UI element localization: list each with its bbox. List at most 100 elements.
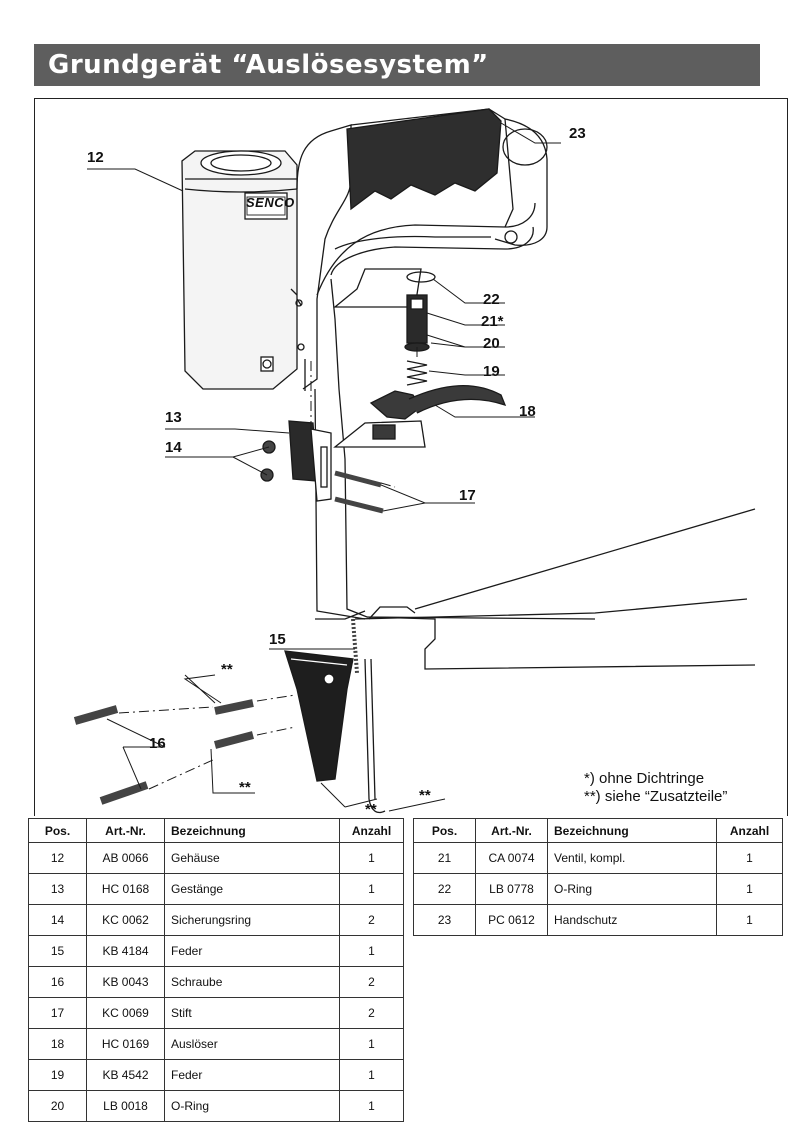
- callout-15: 15: [269, 631, 286, 648]
- cell-pos: 17: [28, 997, 87, 1029]
- footnote-single-star: *) ohne Dichtringe: [584, 770, 705, 787]
- cell-pos: 16: [28, 966, 87, 998]
- cell-anzahl: 1: [716, 904, 783, 936]
- cell-anzahl: 1: [339, 873, 404, 905]
- callout-12: 12: [87, 149, 104, 166]
- cell-bezeichnung: Feder: [164, 935, 340, 967]
- cell-anzahl: 2: [339, 904, 404, 936]
- cell-anzahl: 1: [339, 1090, 404, 1122]
- cell-pos: 12: [28, 842, 87, 874]
- callout-23: 23: [569, 125, 586, 142]
- cell-anzahl: 1: [339, 1028, 404, 1060]
- cell-art-nr: KC 0062: [86, 904, 165, 936]
- cell-pos: 21: [413, 842, 476, 874]
- callout-13: 13: [165, 409, 182, 426]
- callout-17: 17: [459, 487, 476, 504]
- cell-pos: 19: [28, 1059, 87, 1091]
- callout-double-star-d: **: [419, 787, 431, 804]
- callout-20: 20: [483, 335, 500, 352]
- hand-guard-part: [346, 108, 502, 211]
- cell-bezeichnung: Sicherungsring: [164, 904, 340, 936]
- o-ring-22: [406, 271, 436, 283]
- cell-anzahl: 1: [339, 1059, 404, 1091]
- cell-art-nr: KC 0069: [86, 997, 165, 1029]
- cell-bezeichnung: Handschutz: [547, 904, 717, 936]
- footnote-double-star: **) siehe “Zusatzteile”: [584, 788, 728, 805]
- cell-pos: 22: [413, 873, 476, 905]
- callout-double-star-b: **: [239, 779, 251, 796]
- header-bezeichnung: Bezeichnung: [164, 818, 340, 843]
- cell-bezeichnung: O-Ring: [547, 873, 717, 905]
- callout-18: 18: [519, 403, 536, 420]
- pins-part: [334, 470, 384, 514]
- cell-pos: 20: [28, 1090, 87, 1122]
- valve-assembly-21: [404, 294, 430, 352]
- page-title: Grundgerät “Auslösesystem”: [48, 50, 489, 80]
- cell-art-nr: KB 4542: [86, 1059, 165, 1091]
- cell-pos: 13: [28, 873, 87, 905]
- cell-pos: 14: [28, 904, 87, 936]
- cell-art-nr: KB 4184: [86, 935, 165, 967]
- header-bezeichnung: Bezeichnung: [547, 818, 717, 843]
- callout-double-star-c: **: [365, 801, 377, 818]
- cell-bezeichnung: Auslöser: [164, 1028, 340, 1060]
- header-anzahl: Anzahl: [339, 818, 404, 843]
- cell-bezeichnung: Gehäuse: [164, 842, 340, 874]
- cell-art-nr: PC 0612: [475, 904, 548, 936]
- cell-pos: 23: [413, 904, 476, 936]
- linkage-part: [288, 420, 332, 502]
- cell-bezeichnung: Ventil, kompl.: [547, 842, 717, 874]
- cell-anzahl: 1: [716, 873, 783, 905]
- cell-anzahl: 1: [339, 842, 404, 874]
- cell-bezeichnung: O-Ring: [164, 1090, 340, 1122]
- cell-bezeichnung: Schraube: [164, 966, 340, 998]
- table-header-row: Pos. Art.-Nr. Bezeichnung Anzahl: [28, 818, 404, 843]
- cell-art-nr: HC 0168: [86, 873, 165, 905]
- callout-14: 14: [165, 439, 182, 456]
- safety-element-part: [284, 650, 354, 782]
- header-anzahl: Anzahl: [716, 818, 783, 843]
- cell-pos: 15: [28, 935, 87, 967]
- cell-bezeichnung: Stift: [164, 997, 340, 1029]
- footnotes: *) ohne Dichtringe **) siehe “Zusatzteil…: [584, 770, 727, 806]
- cell-art-nr: KB 0043: [86, 966, 165, 998]
- cell-bezeichnung: Feder: [164, 1059, 340, 1091]
- cell-bezeichnung: Gestänge: [164, 873, 340, 905]
- cell-art-nr: LB 0778: [475, 873, 548, 905]
- callout-19: 19: [483, 363, 500, 380]
- cell-anzahl: 2: [339, 966, 404, 998]
- cell-art-nr: HC 0169: [86, 1028, 165, 1060]
- senco-logo-text: SENCO: [246, 195, 295, 210]
- callout-21: 21*: [481, 313, 504, 330]
- cell-art-nr: AB 0066: [86, 842, 165, 874]
- spring-19: [406, 360, 428, 386]
- header-pos: Pos.: [28, 818, 87, 843]
- header-art-nr: Art.-Nr.: [86, 818, 165, 843]
- housing-part: [181, 150, 298, 390]
- cell-art-nr: LB 0018: [86, 1090, 165, 1122]
- section-title-bar: Grundgerät “Auslösesystem”: [34, 44, 760, 86]
- callout-22: 22: [483, 291, 500, 308]
- cell-art-nr: CA 0074: [475, 842, 548, 874]
- callout-16: 16: [149, 735, 166, 752]
- header-pos: Pos.: [413, 818, 476, 843]
- exploded-view-drawing: [73, 108, 756, 814]
- spring-15: [351, 618, 359, 674]
- header-art-nr: Art.-Nr.: [475, 818, 548, 843]
- trigger-part: [333, 385, 507, 448]
- cell-pos: 18: [28, 1028, 87, 1060]
